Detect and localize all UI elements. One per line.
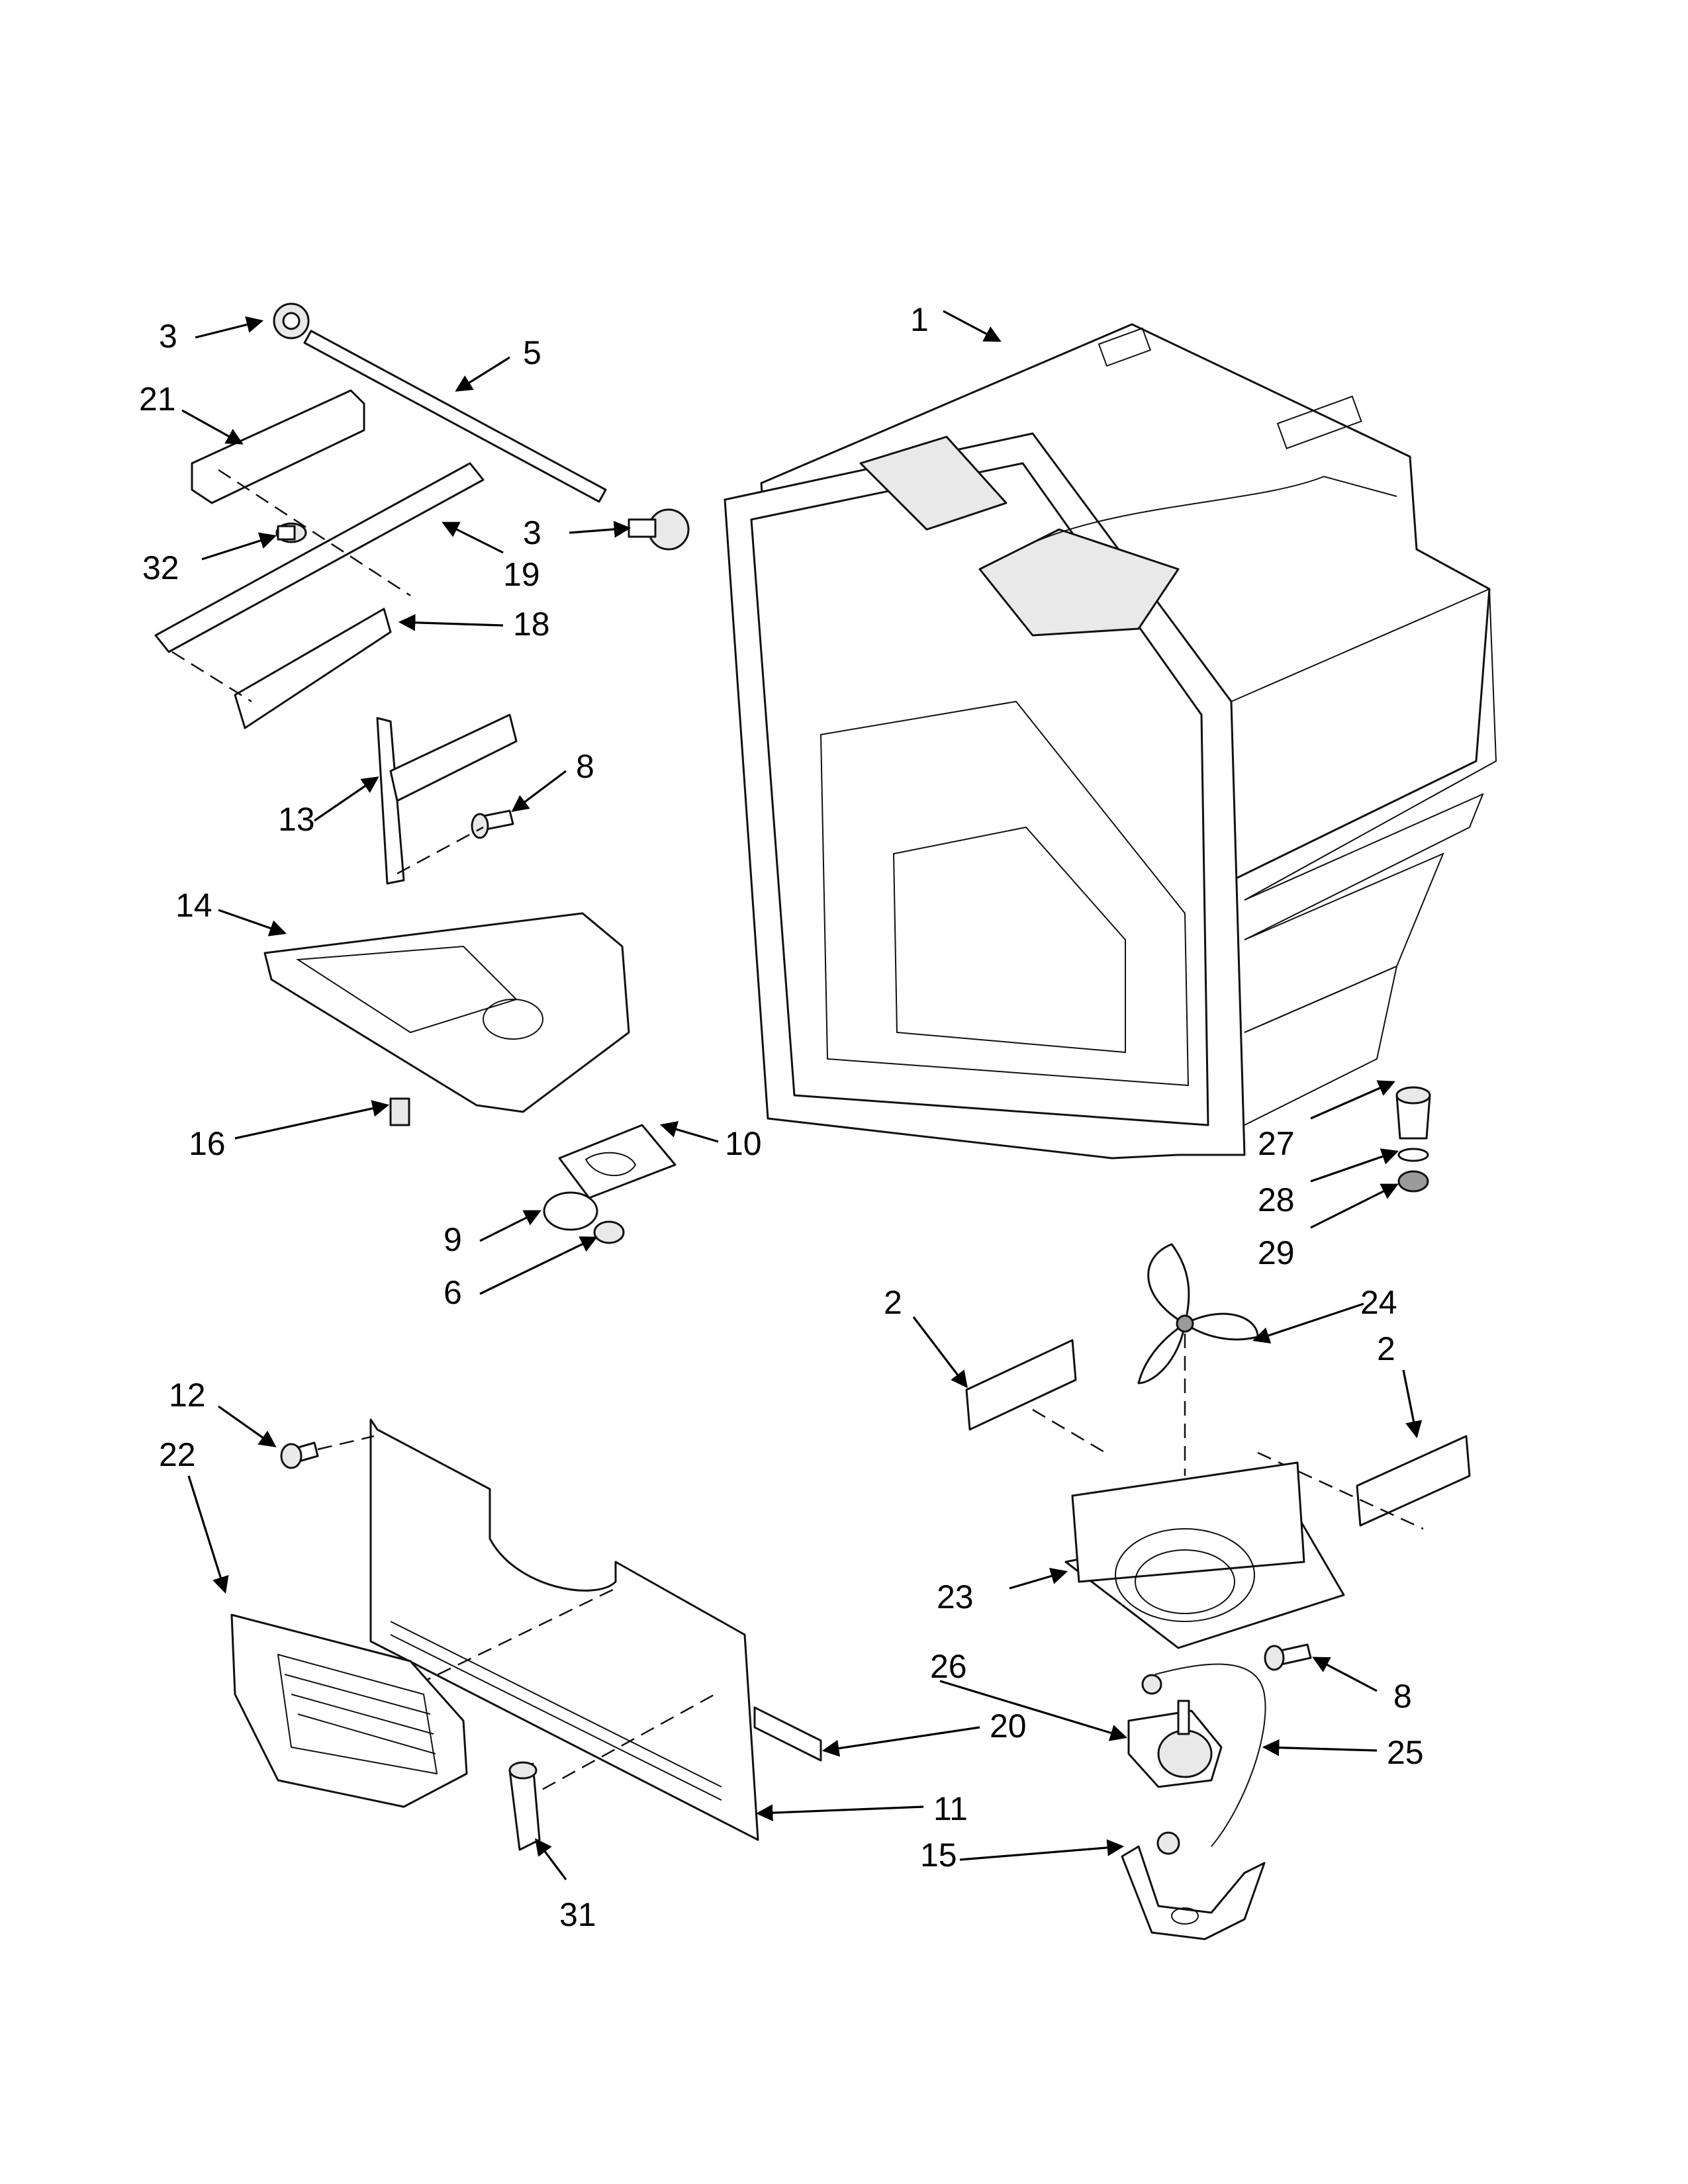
callout-2-right: 2	[1377, 1330, 1395, 1367]
bracket-part-13	[376, 713, 518, 885]
slide-rail-part-19	[154, 462, 485, 653]
screw-part-32	[275, 522, 307, 543]
callout-12: 12	[169, 1377, 206, 1414]
callout-3-top: 3	[159, 318, 177, 355]
callout-11: 11	[933, 1790, 968, 1827]
callout-25: 25	[1387, 1734, 1424, 1771]
callout-2-left: 2	[884, 1284, 902, 1321]
callout-16: 16	[189, 1125, 226, 1162]
air-diffuser-part-14	[263, 912, 630, 1113]
gear-part-3-top	[273, 302, 310, 340]
callout-13: 13	[278, 801, 315, 838]
callout-29: 29	[1258, 1234, 1295, 1271]
callout-22: 22	[159, 1436, 196, 1473]
light-bulb-part-9	[543, 1191, 598, 1231]
sensor-part-31	[508, 1761, 541, 1851]
leader-lines	[181, 310, 1423, 1880]
fan-motor-part-26	[1127, 1674, 1223, 1788]
slide-rail-part-18	[234, 608, 392, 729]
screw-part-8-upper	[471, 809, 514, 839]
fan-housing-part-23	[1064, 1461, 1345, 1649]
callout-8-lower: 8	[1393, 1678, 1412, 1715]
callout-6: 6	[444, 1274, 462, 1311]
callout-20: 20	[990, 1707, 1027, 1745]
callout-10: 10	[725, 1125, 762, 1162]
gasket-part-10	[558, 1124, 677, 1199]
callout-21: 21	[139, 381, 176, 418]
bracket-part-21	[191, 389, 365, 504]
callout-24: 24	[1360, 1284, 1397, 1321]
callout-14: 14	[175, 887, 212, 924]
callout-5: 5	[523, 334, 541, 371]
callout-labels: 1 2 2 3 3 5 6 8 8 9 10 11 12 13 14 15 16…	[139, 301, 1424, 1933]
callout-26: 26	[930, 1648, 967, 1685]
air-grille-part-22	[230, 1614, 468, 1808]
washer-part-28	[1397, 1148, 1429, 1162]
evaporator-cover-part-11	[369, 1418, 759, 1841]
foam-block-part-2-right	[1356, 1435, 1471, 1527]
fan-blade-part-24	[1137, 1243, 1259, 1385]
foam-block-part-2-left	[965, 1339, 1077, 1431]
clip-part-16	[389, 1097, 410, 1126]
shaft-part-5	[303, 330, 607, 503]
callout-28: 28	[1258, 1181, 1295, 1218]
foam-strip-part-20	[753, 1706, 822, 1762]
callout-23: 23	[937, 1578, 974, 1615]
callout-3-right: 3	[523, 514, 541, 551]
callout-1: 1	[910, 301, 929, 338]
callout-8-upper: 8	[576, 748, 594, 785]
bushing-part-27	[1395, 1086, 1431, 1140]
freezer-liner-part-1	[724, 323, 1497, 1160]
wire-harness-part-25	[1154, 1663, 1266, 1847]
callout-32: 32	[142, 549, 179, 586]
gear-part-3-right	[628, 508, 690, 551]
socket-part-6	[593, 1220, 625, 1244]
screw-part-8-lower	[1264, 1643, 1312, 1671]
motor-bracket-part-15	[1121, 1831, 1266, 1940]
grommet-part-29	[1397, 1170, 1429, 1193]
callout-9: 9	[444, 1221, 462, 1258]
screw-part-12	[280, 1441, 319, 1469]
callout-19: 19	[503, 556, 540, 593]
callout-18: 18	[513, 606, 550, 643]
callout-15: 15	[920, 1837, 957, 1874]
callout-31: 31	[559, 1896, 596, 1933]
callout-27: 27	[1258, 1125, 1295, 1162]
